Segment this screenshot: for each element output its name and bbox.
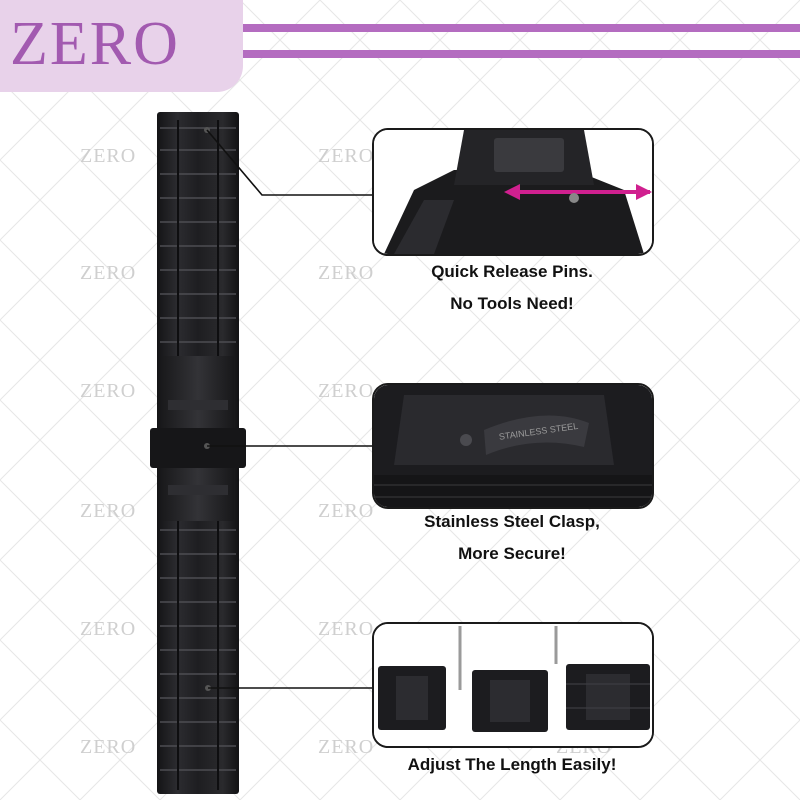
quick-release-callout [372, 128, 654, 256]
brand-logo-box: ZERO [0, 0, 243, 92]
watermark: ZERO [318, 262, 375, 284]
watermark: ZERO [318, 380, 375, 402]
adjust-length-photo [374, 624, 652, 746]
header-stripe [243, 50, 800, 58]
caption-stainless-clasp: Stainless Steel Clasp, [424, 512, 600, 531]
brand-logo: ZERO [10, 10, 180, 78]
watermark: ZERO [318, 618, 375, 640]
caption-more-secure: More Secure! [458, 544, 566, 563]
adjust-length-callout [372, 622, 654, 748]
quick-release-photo [374, 130, 652, 254]
clasp-photo: STAINLESS STEEL [374, 385, 652, 507]
watermark: ZERO [80, 380, 137, 402]
caption-quick-release: Quick Release Pins. [431, 262, 593, 281]
watermark: ZERO [80, 618, 137, 640]
watermark: ZERO [80, 736, 137, 758]
header-stripe [243, 24, 800, 32]
watermark: ZERO [80, 145, 137, 167]
watermark: ZERO [80, 262, 137, 284]
watermark: ZERO [80, 500, 137, 522]
watermark: ZERO [318, 736, 375, 758]
watermark: ZERO [318, 500, 375, 522]
clasp-callout: STAINLESS STEEL [372, 383, 654, 509]
caption-adjust-length: Adjust The Length Easily! [407, 755, 617, 774]
caption-no-tools: No Tools Need! [450, 294, 574, 313]
